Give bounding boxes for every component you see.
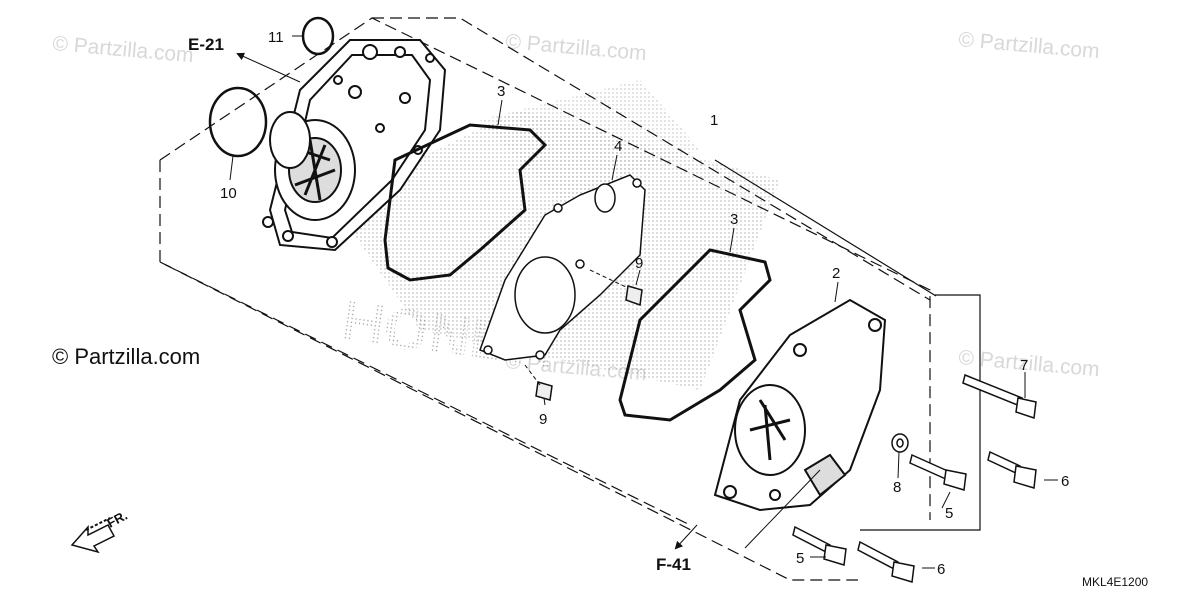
- leader-lines: [229, 35, 1058, 569]
- front-arrow-icon: FR.: [70, 508, 130, 554]
- watermark-3: © Partzilla.com: [958, 28, 1101, 63]
- part-10-o-ring: [208, 86, 268, 158]
- callout-7: 7: [1020, 357, 1028, 374]
- watermark-5: © Partzilla.com: [958, 346, 1101, 381]
- bolts: [792, 373, 1037, 583]
- callout-2: 2: [832, 265, 840, 282]
- ref-f41: F-41: [656, 555, 691, 574]
- part-9-dowels: [535, 285, 643, 401]
- callout-4: 4: [614, 138, 622, 155]
- part-3-gasket-a: [383, 123, 548, 282]
- watermark-1: © Partzilla.com: [52, 32, 195, 67]
- ref-e21: E-21: [188, 35, 224, 54]
- callout-11: 11: [268, 29, 284, 46]
- part-2-pump-cover: [713, 298, 887, 512]
- callout-6a: 6: [1061, 473, 1069, 490]
- assembly-frame: [159, 17, 931, 581]
- part-7-bolt: [962, 373, 1023, 408]
- callout-3b: 3: [730, 211, 738, 228]
- watermark-2: © Partzilla.com: [505, 30, 648, 65]
- part-11-o-ring: [301, 16, 335, 56]
- callout-5b: 5: [796, 550, 804, 567]
- bracket-lines: [714, 159, 981, 531]
- callout-3a: 3: [497, 83, 505, 100]
- callout-10: 10: [220, 185, 237, 202]
- part-4-plate: [479, 174, 646, 361]
- callout-5a: 5: [945, 505, 953, 522]
- callout-9b: 9: [539, 411, 547, 428]
- pump-body: [262, 39, 447, 252]
- callout-9a: 9: [635, 255, 643, 272]
- callout-6b: 6: [937, 561, 945, 578]
- dowel-line-a: [589, 269, 629, 289]
- part-6-bolt-b: [857, 540, 899, 572]
- copyright-text: © Partzilla.com: [52, 344, 201, 369]
- part-3-gasket-b: [618, 248, 772, 422]
- callout-8: 8: [893, 479, 901, 496]
- callout-1: 1: [710, 112, 718, 129]
- diagram-code: MKL4E1200: [1082, 575, 1148, 589]
